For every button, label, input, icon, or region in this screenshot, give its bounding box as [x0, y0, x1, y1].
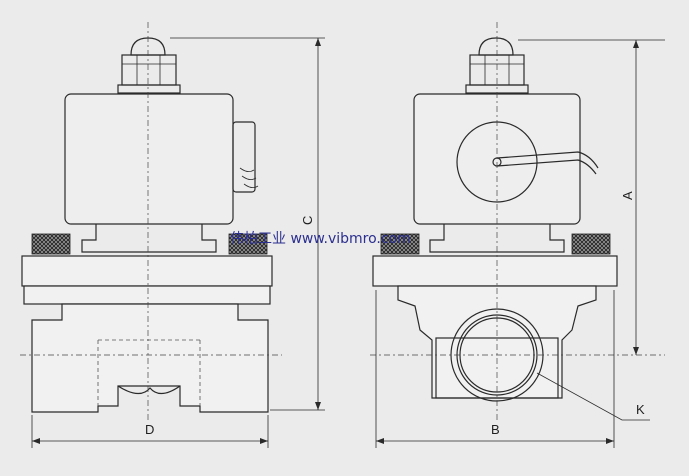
knurled-ring-left [31, 233, 71, 255]
front-view [20, 22, 325, 448]
label-k: K [636, 402, 645, 417]
label-c: C [300, 216, 315, 225]
label-a: A [620, 191, 635, 200]
knurled-ring-side-left [380, 233, 420, 255]
k-leader [536, 372, 650, 421]
label-d: D [145, 422, 154, 437]
knurled-ring-side-right [571, 233, 611, 255]
knurled-ring-right [228, 233, 268, 255]
valve-body [31, 303, 269, 413]
coil-housing [64, 93, 234, 225]
top-nut [117, 37, 181, 94]
flange [21, 255, 273, 287]
valve-body-side [397, 285, 597, 399]
label-b: B [491, 422, 500, 437]
connector [232, 121, 259, 193]
watermark-text: 伟柏工业 www.vibmro.com [230, 231, 411, 247]
side-view [370, 22, 665, 448]
